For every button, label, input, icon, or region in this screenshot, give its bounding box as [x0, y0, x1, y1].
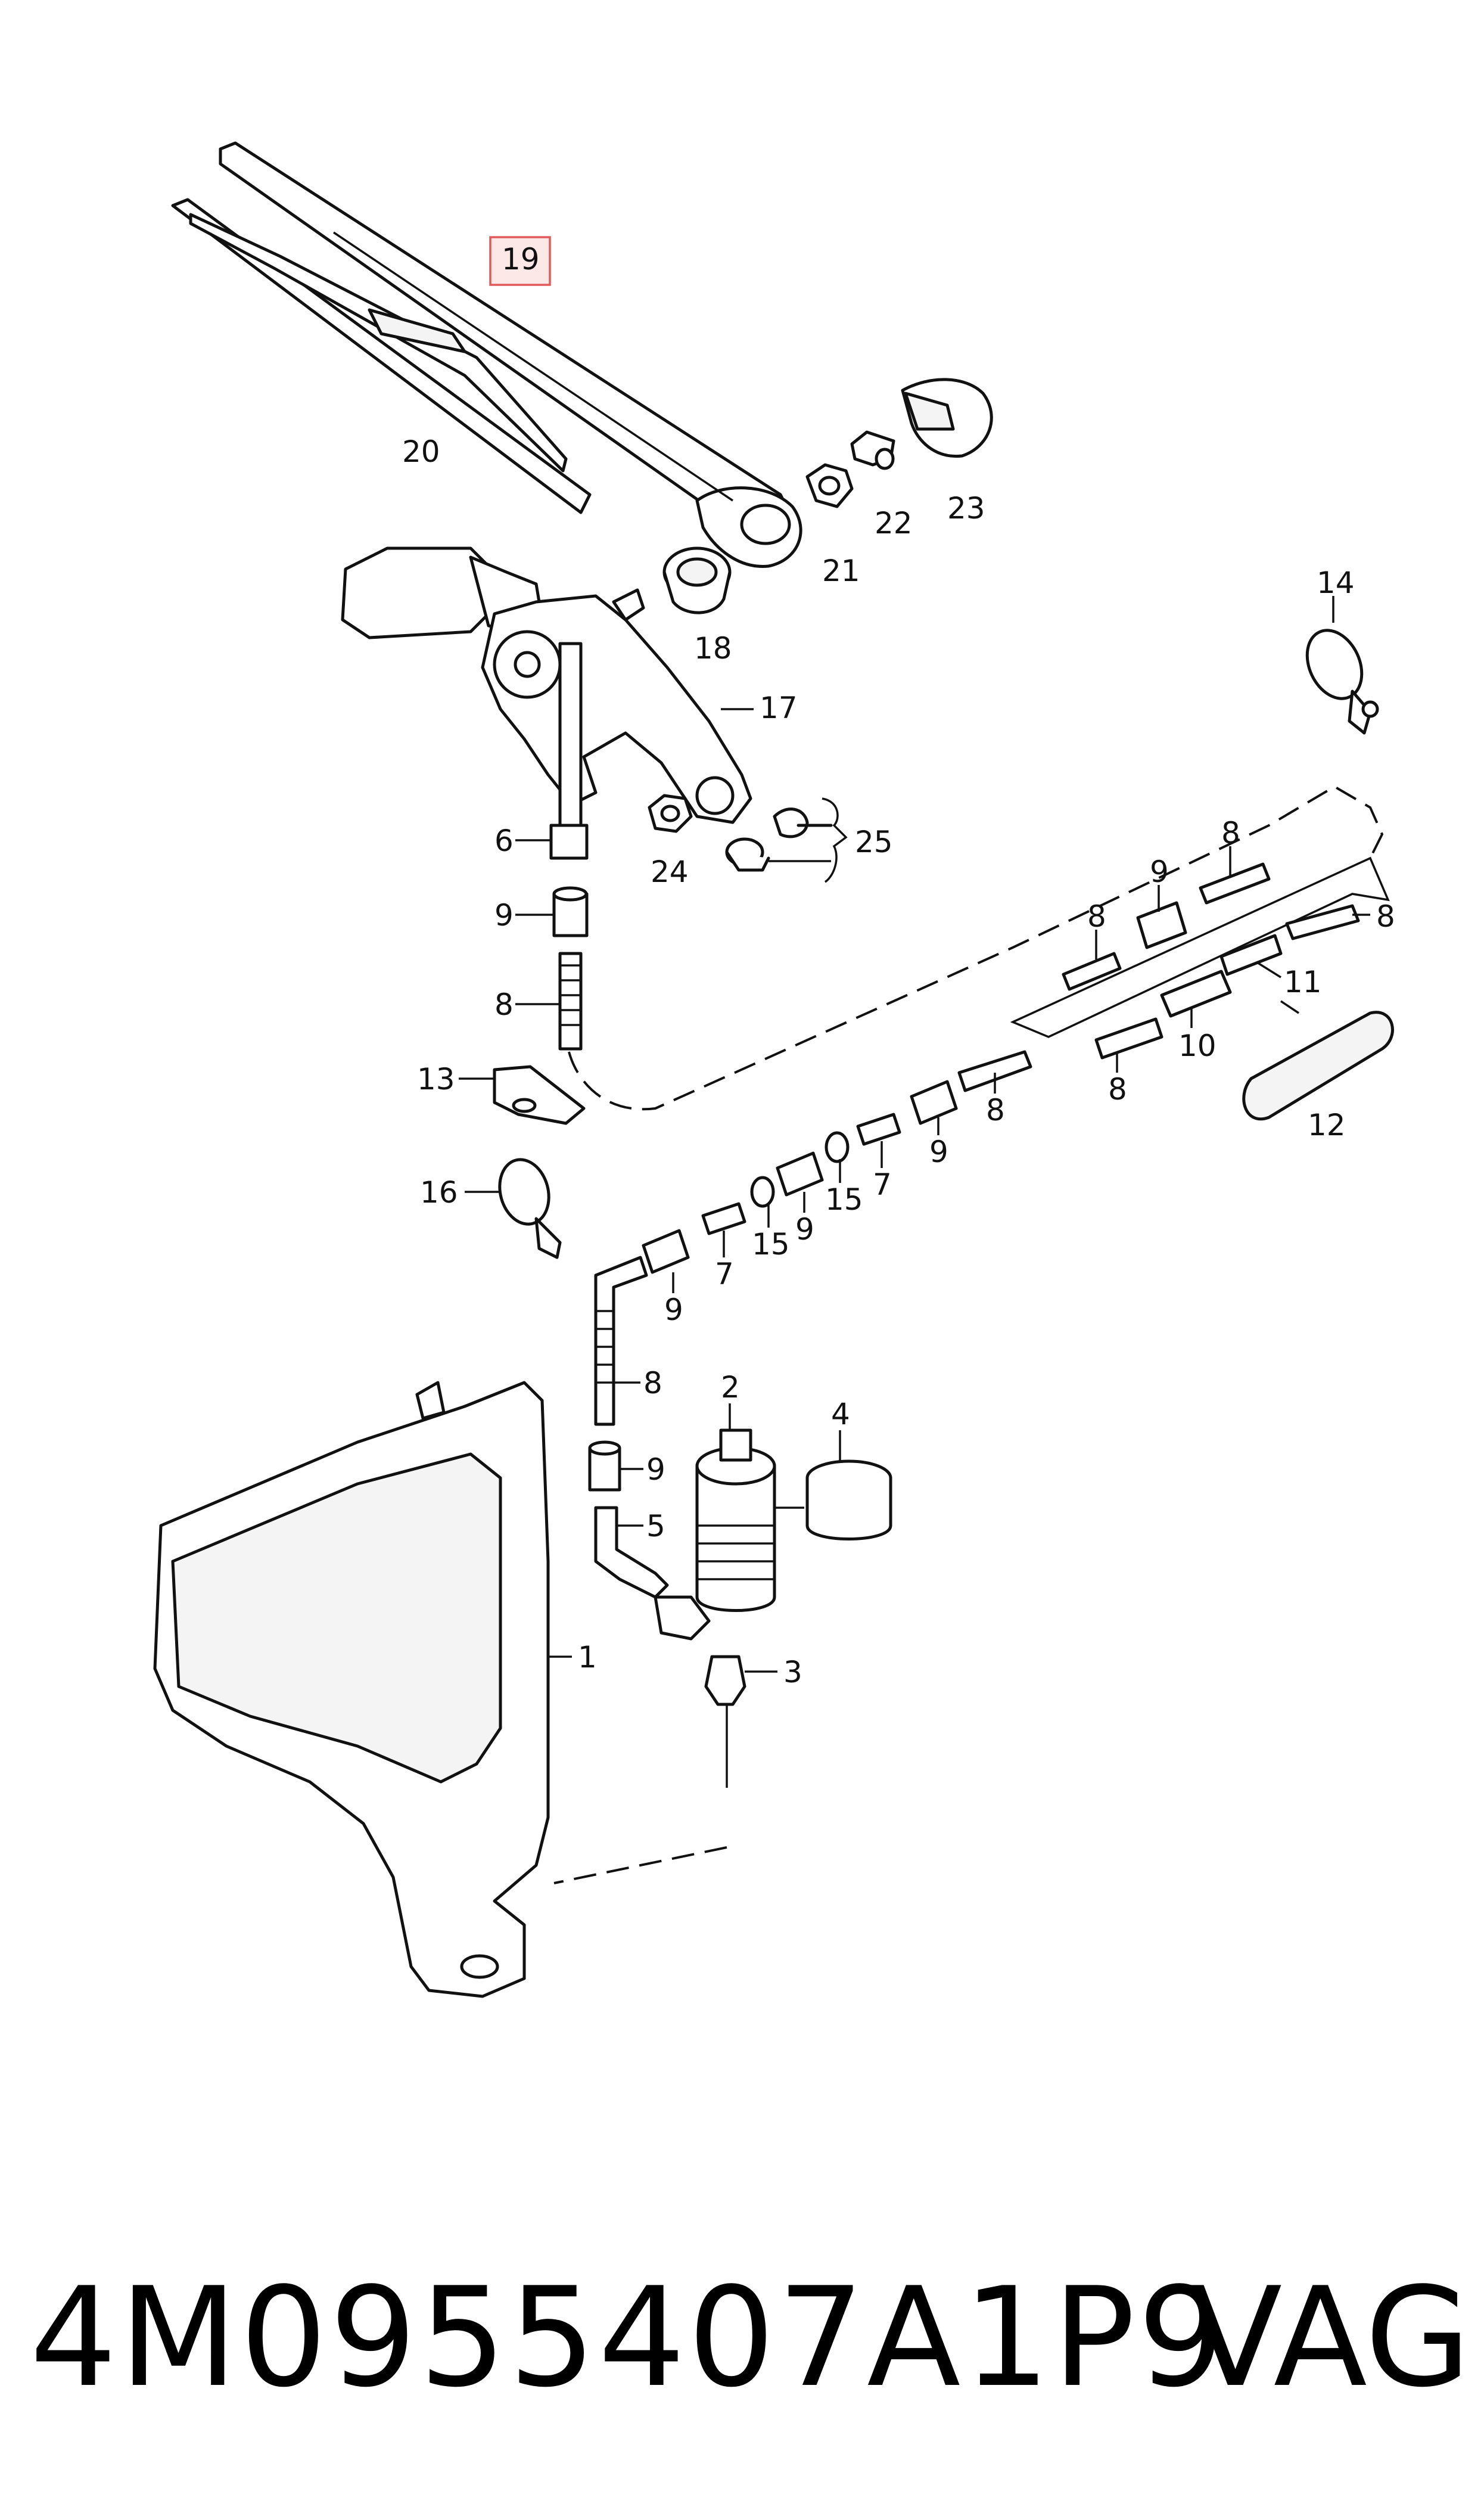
- bush-25: [725, 837, 831, 872]
- connector-9a: [515, 886, 589, 937]
- valve-7b: [701, 1202, 746, 1257]
- clip-13: [459, 1065, 586, 1125]
- wiper-arm: [219, 141, 802, 568]
- callout-22: 22: [875, 506, 913, 541]
- callout-10: 10: [1178, 1029, 1217, 1063]
- callout-9c: 9: [929, 1135, 948, 1169]
- grommet-18: [662, 546, 732, 614]
- callout-24: 24: [651, 855, 689, 889]
- connector-9c: [910, 1080, 958, 1135]
- callout-8e: 8: [1108, 1072, 1127, 1107]
- callout-8a: 8: [494, 987, 514, 1022]
- callout-highlight-19: [489, 236, 551, 286]
- connector-9f: [588, 1440, 643, 1492]
- sleeve-12: [1242, 1000, 1394, 1120]
- callout-7b: 7: [715, 1257, 734, 1291]
- hose-clip-14: [1305, 596, 1379, 735]
- nut-21: [805, 463, 854, 508]
- callout-8d: 8: [1376, 899, 1395, 934]
- callout-3: 3: [783, 1655, 802, 1689]
- callout-20: 20: [402, 434, 440, 469]
- callout-18: 18: [694, 631, 732, 666]
- callout-8b: 8: [1221, 816, 1240, 850]
- callout-4: 4: [831, 1397, 850, 1431]
- callout-19: 19: [502, 242, 540, 277]
- elbow-5: [594, 1506, 669, 1599]
- washer-reservoir-1: [153, 1381, 572, 1998]
- hose-8g: [594, 1256, 648, 1426]
- hose-8d: [1285, 904, 1370, 940]
- callout-25: 25: [855, 825, 893, 859]
- callout-17: 17: [760, 691, 798, 725]
- callout-1: 1: [578, 1640, 597, 1675]
- hose-8c: [1062, 930, 1122, 991]
- callouts: 19 20 21 22 23 18 17 14 6 24 25 9 8 13 8…: [402, 242, 1395, 1689]
- bolt-25: [773, 807, 833, 838]
- clamp-15b: [750, 1176, 775, 1228]
- connector-9d: [776, 1151, 824, 1213]
- part-number: 4M0955407A1P9: [30, 2259, 1227, 2418]
- grommet-3: [704, 1655, 777, 1788]
- hose-route-upper: [568, 785, 1384, 1111]
- clamp-15a: [825, 1131, 850, 1183]
- callout-23: 23: [947, 491, 985, 526]
- cap-23: [901, 378, 993, 458]
- t-piece-11: [1219, 934, 1283, 979]
- callout-9b: 9: [1150, 855, 1169, 889]
- callout-15b: 15: [752, 1227, 790, 1262]
- wiper-blade: [171, 198, 592, 514]
- callout-15a: 15: [825, 1182, 863, 1217]
- callout-7a: 7: [873, 1167, 892, 1202]
- group-frame: [1010, 856, 1390, 1038]
- callout-9e: 9: [664, 1293, 683, 1327]
- callout-9d: 9: [795, 1212, 814, 1247]
- callout-8c: 8: [1087, 899, 1106, 934]
- washer-pump-2: [654, 1403, 804, 1641]
- hose-8a: [515, 952, 583, 1051]
- callout-5: 5: [646, 1509, 665, 1543]
- t-piece-10: [1160, 970, 1232, 1028]
- connector-9e: [642, 1229, 690, 1293]
- callout-11: 11: [1284, 965, 1322, 999]
- hose-8e: [1094, 1017, 1163, 1073]
- washer-22: [850, 430, 895, 470]
- footer: 4M0955407A1P9 VAG: [0, 2253, 1484, 2467]
- hose-8f: [957, 1050, 1032, 1094]
- callout-2: 2: [721, 1370, 740, 1405]
- seal-4: [805, 1430, 892, 1540]
- brand-label: VAG: [1189, 2259, 1471, 2418]
- hose-8b: [1199, 846, 1271, 905]
- callout-13: 13: [417, 1062, 455, 1097]
- hose-clip-16: [465, 1158, 562, 1259]
- callout-9a: 9: [494, 898, 514, 933]
- hose-route-lower: [553, 1846, 727, 1884]
- callout-12: 12: [1308, 1108, 1346, 1142]
- nozzle-6: [515, 642, 589, 860]
- parts-diagram: 19 20 21 22 23 18 17 14 6 24 25 9 8 13 8…: [153, 141, 1395, 1998]
- nut-24: [648, 794, 693, 833]
- callout-8f: 8: [986, 1093, 1005, 1128]
- wiper-motor: [341, 546, 754, 824]
- callout-14: 14: [1317, 566, 1355, 600]
- callout-21: 21: [822, 554, 860, 588]
- callout-6: 6: [494, 824, 514, 858]
- callout-8g: 8: [643, 1366, 662, 1400]
- callout-16: 16: [420, 1175, 458, 1210]
- connector-9b: [1136, 885, 1187, 949]
- callout-9f: 9: [646, 1452, 665, 1487]
- valve-7a: [856, 1113, 901, 1168]
